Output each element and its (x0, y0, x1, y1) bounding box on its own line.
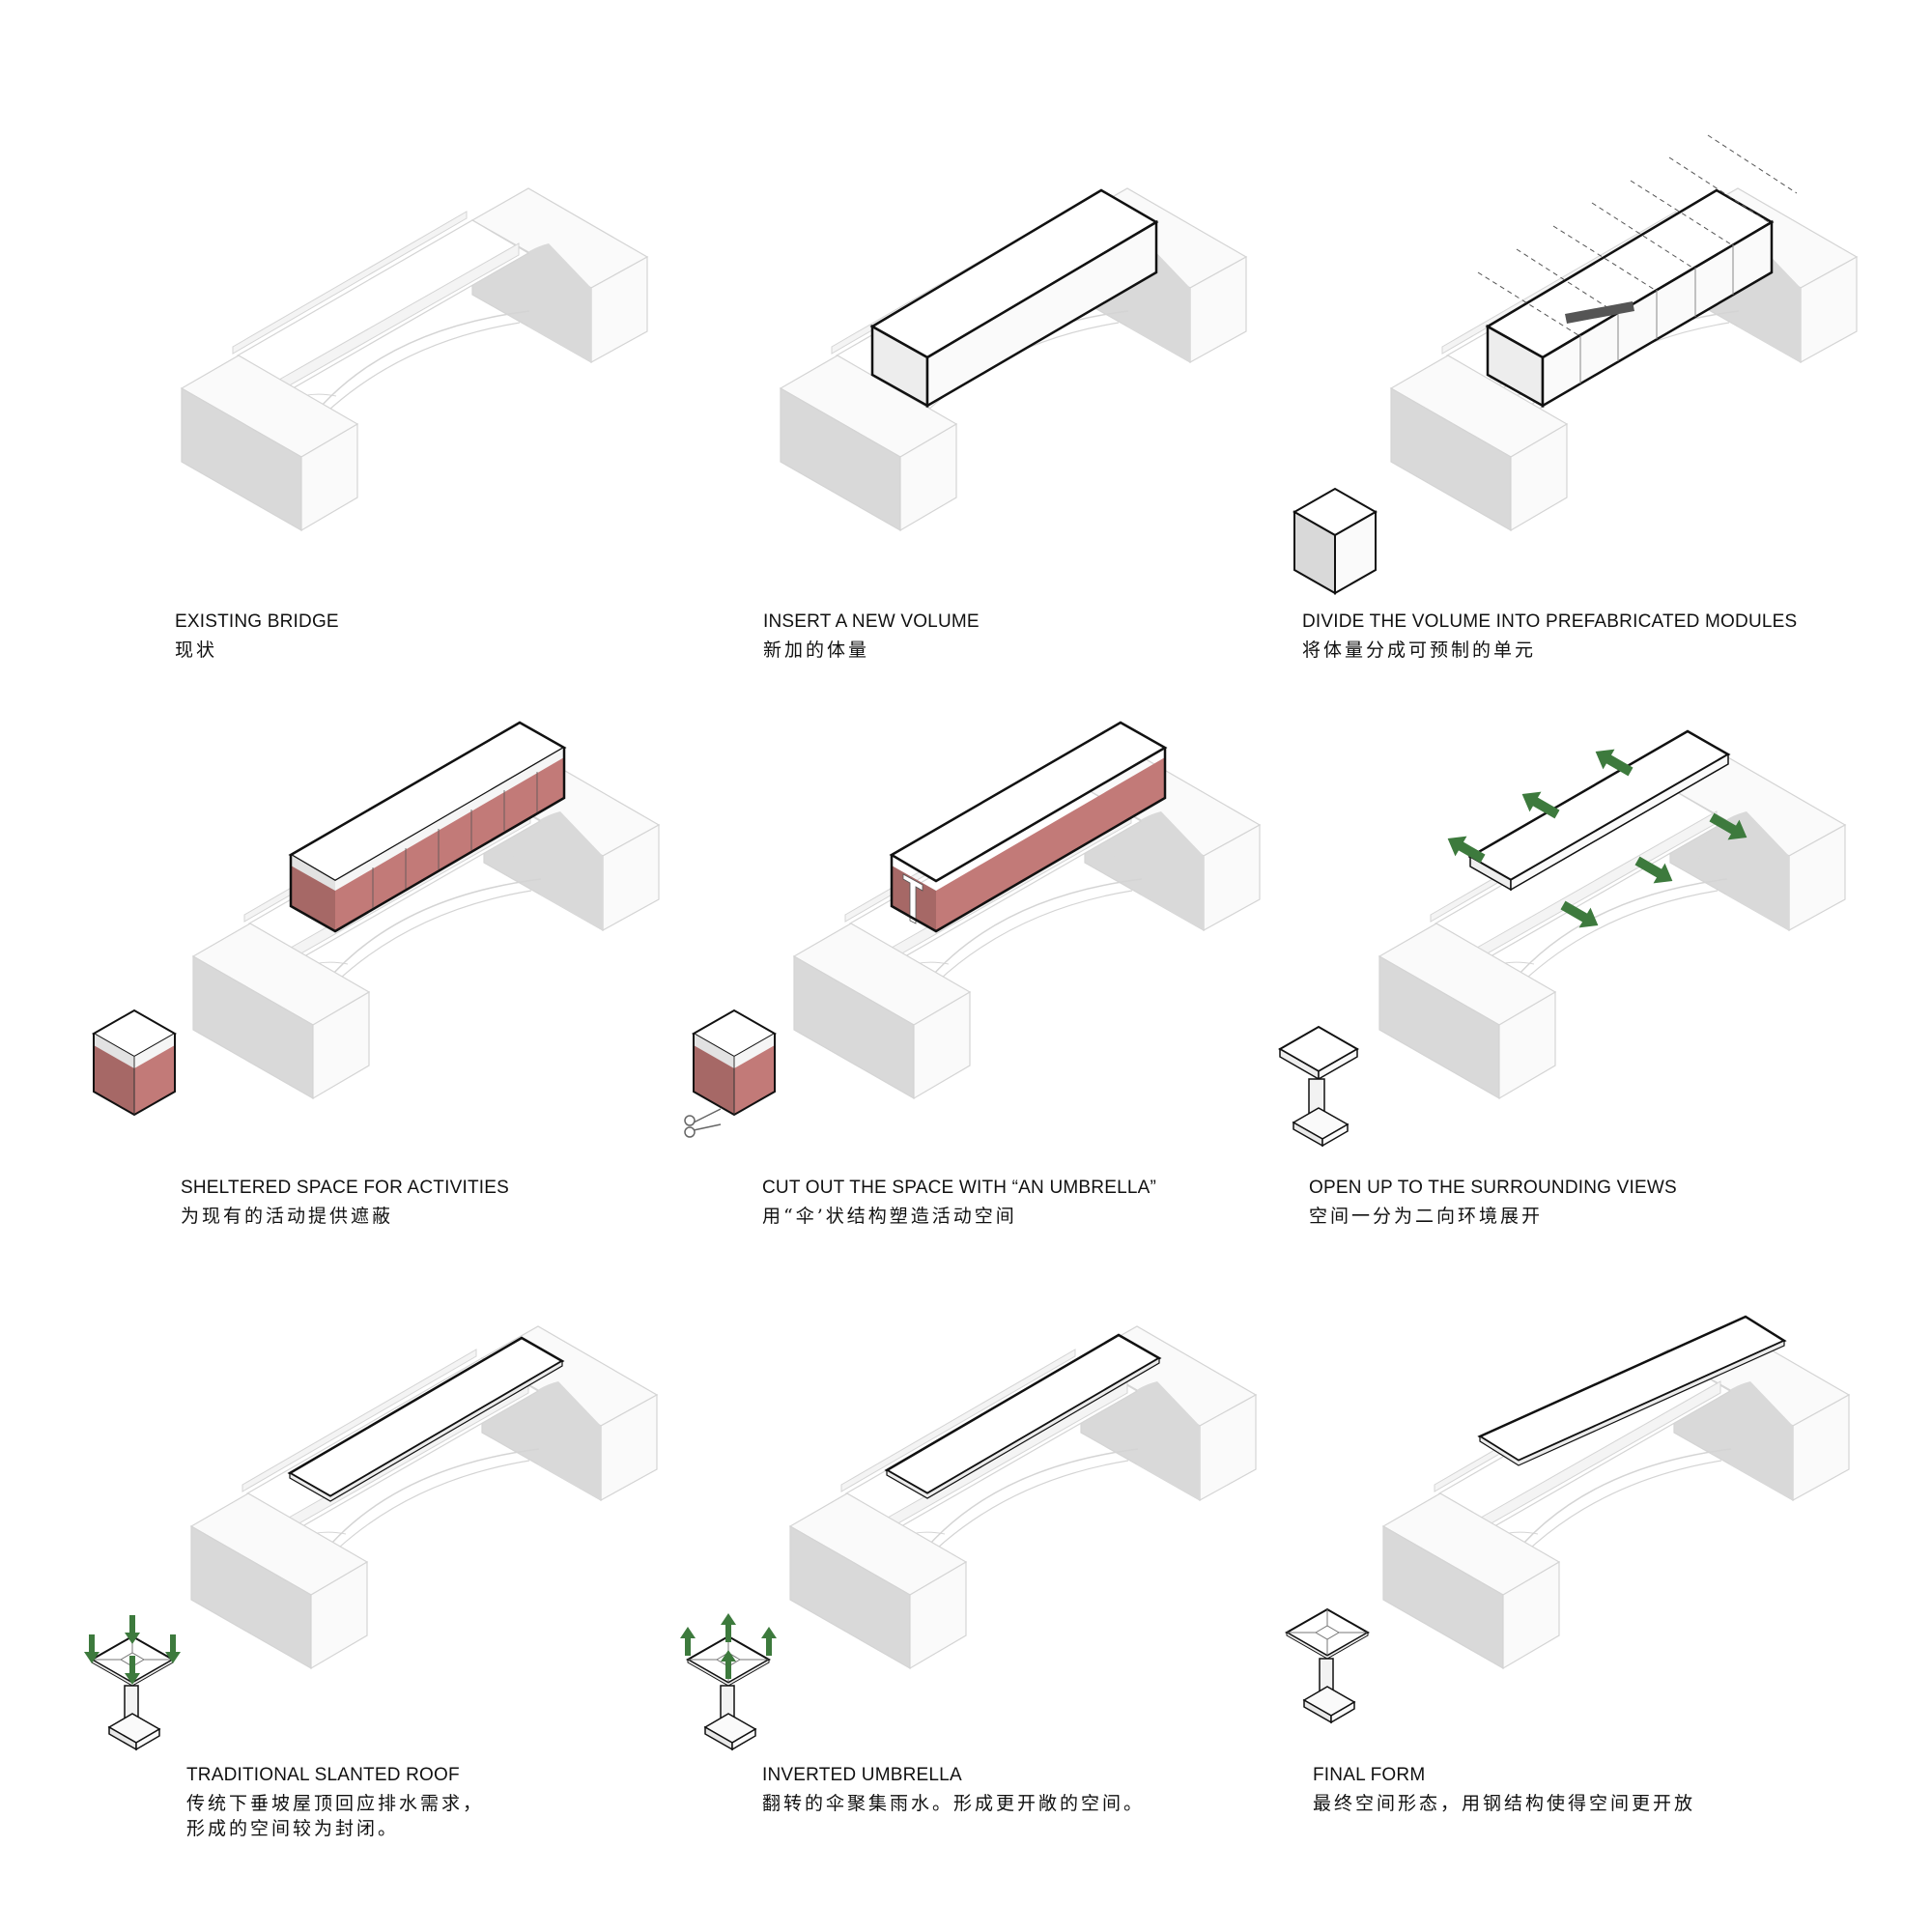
caption-title-en: FINAL FORM (1313, 1765, 1426, 1785)
caption-panel-5: CUT OUT THE SPACE WITH “AN UMBRELLA” 用“伞… (762, 1177, 1156, 1229)
caption-title-en: INSERT A NEW VOLUME (763, 611, 980, 632)
new-volume (869, 188, 1159, 409)
caption-panel-3: DIVIDE THE VOLUME INTO PREFABRICATED MOD… (1302, 611, 1797, 663)
caption-title-zh: 为现有的活动提供遮蔽 (181, 1206, 394, 1227)
caption-panel-8: INVERTED UMBRELLA 翻转的伞聚集雨水。形成更开敞的空间。 (762, 1764, 1145, 1816)
caption-title-zh: 最终空间形态，用钢结构使得空间更开放 (1313, 1793, 1696, 1814)
caption-panel-6: OPEN UP TO THE SURROUNDING VIEWS 空间一分为二向… (1309, 1177, 1677, 1229)
inverted-umbrella-arrows-icon (680, 1613, 777, 1750)
final-module-icon (1286, 1608, 1369, 1723)
caption-title-en: INVERTED UMBRELLA (762, 1765, 962, 1785)
caption-title-zh: 翻转的伞聚集雨水。形成更开敞的空间。 (762, 1793, 1146, 1814)
caption-panel-4: SHELTERED SPACE FOR ACTIVITIES 为现有的活动提供遮… (181, 1177, 509, 1229)
red-module-icon (93, 1009, 176, 1116)
panel-9-final-form (1286, 1315, 1850, 1723)
caption-panel-1: EXISTING BRIDGE 现状 (175, 611, 339, 663)
red-volume (288, 721, 567, 933)
panel-2-insert-volume (780, 187, 1247, 531)
panel-7-slanted-roof (84, 1325, 658, 1750)
caption-title-zh: 传统下垂坡屋顶回应排水需求， (186, 1793, 485, 1814)
caption-title-en: TRADITIONAL SLANTED ROOF (186, 1765, 460, 1785)
divided-volume (1477, 134, 1798, 409)
slanted-roof-row (287, 1336, 565, 1502)
panel-6-open-views (1279, 729, 1846, 1147)
caption-title-zh: 将体量分成可预制的单元 (1302, 639, 1537, 661)
panel-8-inverted-umbrella (680, 1325, 1257, 1750)
cut-module-icon (693, 1009, 776, 1116)
caption-title-zh: 新加的体量 (763, 639, 870, 661)
caption-title-zh: 现状 (175, 639, 218, 661)
red-volume-cut (889, 721, 1168, 933)
caption-panel-9: FINAL FORM 最终空间形态，用钢结构使得空间更开放 (1313, 1764, 1695, 1816)
final-roof-row (1477, 1315, 1787, 1466)
slanted-roof-rain-arrows-icon (84, 1615, 181, 1750)
caption-title-zh: 用“伞’状结构塑造活动空间 (762, 1206, 1017, 1227)
scissors-icon (684, 1108, 722, 1138)
inverted-umbrella-row (884, 1333, 1162, 1499)
caption-title-en: DIVIDE THE VOLUME INTO PREFABRICATED MOD… (1302, 611, 1798, 632)
caption-title-zh-line2: 形成的空间较为封闭。 (186, 1818, 400, 1839)
caption-title-en: SHELTERED SPACE FOR ACTIVITIES (181, 1178, 509, 1198)
panel-5-cut-umbrella (684, 721, 1261, 1138)
caption-panel-2: INSERT A NEW VOLUME 新加的体量 (763, 611, 980, 663)
caption-panel-7: TRADITIONAL SLANTED ROOF 传统下垂坡屋顶回应排水需求， … (186, 1764, 484, 1841)
caption-title-en: EXISTING BRIDGE (175, 611, 339, 632)
umbrella-row (1467, 729, 1731, 892)
panel-3-divide-modules (1293, 134, 1858, 594)
caption-title-en: OPEN UP TO THE SURROUNDING VIEWS (1309, 1178, 1677, 1198)
caption-title-zh: 空间一分为二向环境展开 (1309, 1206, 1544, 1227)
umbrella-module-icon (1279, 1026, 1358, 1147)
panel-4-sheltered-space (93, 721, 660, 1116)
cube-module-icon (1293, 488, 1377, 594)
caption-title-en: CUT OUT THE SPACE WITH “AN UMBRELLA” (762, 1178, 1157, 1198)
panel-1-existing-bridge (181, 187, 648, 531)
